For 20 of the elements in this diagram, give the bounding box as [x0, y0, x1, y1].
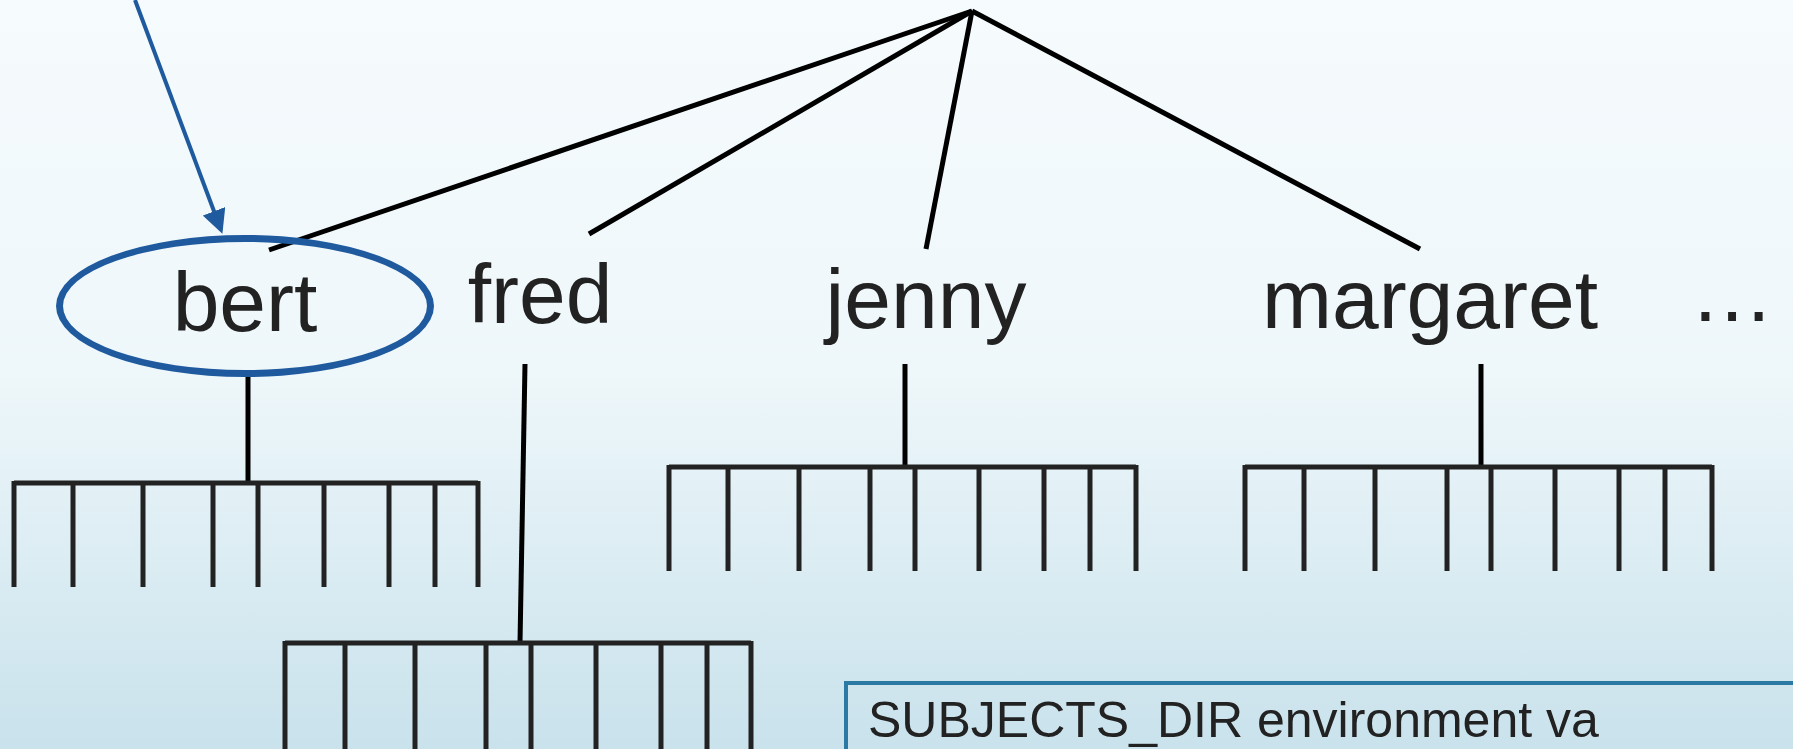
name-text: bert — [172, 260, 318, 351]
name-text: fred — [450, 240, 630, 355]
directory-tree-drawing — [283, 641, 753, 749]
connector-line — [268, 8, 973, 253]
name-ellipse — [56, 235, 434, 377]
name-text: jenny — [800, 240, 1052, 365]
connector-line — [245, 377, 251, 483]
connector-line — [587, 8, 974, 237]
connector-line — [902, 364, 908, 467]
note-text: SUBJECTS_DIR environment va — [868, 692, 1599, 748]
directory-tree-drawing — [1243, 465, 1714, 571]
directory-tree-drawing — [12, 481, 480, 587]
connector-line — [517, 363, 528, 644]
connector-line — [970, 8, 1422, 252]
ellipsis-text: … — [1690, 250, 1774, 334]
name-text: margaret — [1225, 240, 1635, 365]
note-box — [844, 681, 1793, 749]
directory-tree-drawing — [667, 465, 1138, 571]
arrow — [133, 0, 226, 234]
connector-line — [1478, 364, 1484, 467]
